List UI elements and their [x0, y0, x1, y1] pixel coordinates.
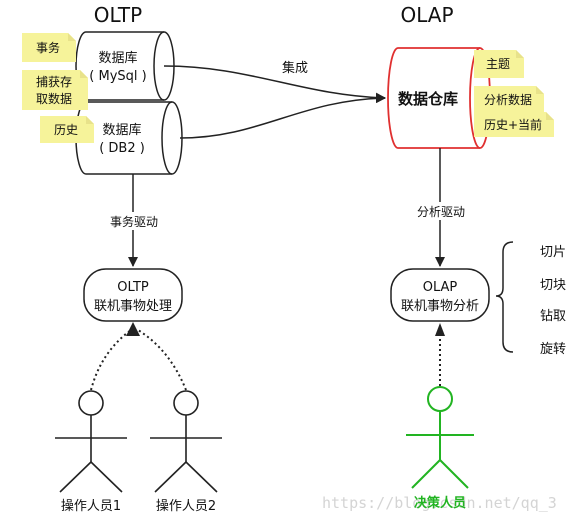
- database-mysql: 数据库 ( MySql ): [75, 31, 175, 101]
- edge-transaction-drive-label: 事务驱动: [110, 214, 158, 229]
- data-warehouse: 数据仓库: [387, 47, 491, 149]
- edge-db2-to-warehouse: [179, 93, 386, 139]
- database-mysql-name: ( MySql ): [89, 69, 146, 84]
- actor-operator-1: [55, 390, 127, 493]
- link-op1-to-oltp: [90, 329, 132, 391]
- watermark: https://blog.csdn.net/qq_3: [322, 494, 557, 512]
- actor-operator-1-label: 操作人员1: [61, 498, 121, 514]
- operations-brace: [495, 241, 514, 353]
- olap-analysis-box: OLAP 联机事物分析: [390, 268, 490, 322]
- oltp-box-title: OLTP: [117, 280, 149, 295]
- edge-analysis-drive-label: 分析驱动: [417, 205, 465, 219]
- olap-box-subtitle: 联机事物分析: [401, 299, 479, 314]
- olap-actor-arrow: [435, 323, 445, 336]
- actor-operator-2-label: 操作人员2: [156, 498, 216, 514]
- note-history-current-text: 历史+当前: [484, 117, 542, 132]
- note-transaction-text: 事务: [36, 40, 60, 55]
- note-history-current: 历史+当前: [474, 112, 554, 137]
- note-analysis-data: 分析数据: [474, 86, 544, 112]
- op-dice: 切块: [540, 278, 566, 293]
- actor-decision-maker: [406, 386, 474, 489]
- note-history-text: 历史: [54, 123, 78, 137]
- database-db2: 数据库 ( DB2 ): [75, 101, 183, 175]
- oltp-processing-box: OLTP 联机事物处理: [83, 268, 183, 322]
- note-history: 历史: [40, 116, 94, 143]
- edge-integrate-label: 集成: [282, 60, 308, 76]
- note-capture-line2: 取数据: [36, 91, 72, 106]
- edge-transaction-drive-bg: [104, 212, 164, 230]
- data-warehouse-label: 数据仓库: [398, 90, 458, 108]
- oltp-box-subtitle: 联机事物处理: [94, 299, 172, 314]
- actor-operator-2: [150, 390, 222, 493]
- op-rotate: 旋转: [540, 342, 566, 357]
- actor-decision-maker-label: 决策人员: [414, 495, 466, 511]
- note-subject-text: 主题: [486, 57, 510, 71]
- link-op2-to-oltp: [137, 329, 187, 391]
- edge-analysis-drive-bg: [410, 202, 472, 220]
- olap-box-title: OLAP: [423, 280, 458, 295]
- note-capture-data: 捕获存 取数据: [22, 70, 88, 110]
- database-db2-name: ( DB2 ): [99, 141, 145, 156]
- database-db2-label: 数据库: [102, 122, 141, 138]
- edge-mysql-to-warehouse: [163, 65, 386, 103]
- note-subject: 主题: [474, 50, 524, 78]
- op-slice: 切片: [540, 245, 566, 260]
- oltp-actor-arrow: [126, 322, 140, 336]
- note-capture-line1: 捕获存: [36, 74, 72, 89]
- oltp-title: OLTP: [94, 3, 142, 27]
- database-mysql-label: 数据库: [98, 50, 137, 66]
- olap-title: OLAP: [400, 3, 453, 27]
- note-analysis-data-text: 分析数据: [484, 92, 532, 107]
- note-transaction: 事务: [22, 33, 76, 62]
- op-drill: 钻取: [540, 309, 566, 324]
